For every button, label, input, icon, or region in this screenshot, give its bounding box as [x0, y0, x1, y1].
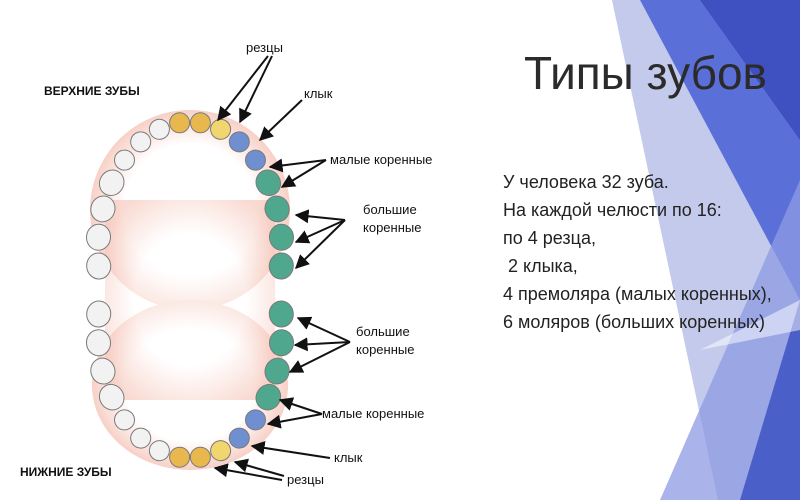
label-premolars-bottom: малые коренные: [322, 406, 424, 421]
arrow-premolar-bottom-1: [280, 400, 322, 414]
label-molars-bottom-2: коренные: [356, 342, 414, 357]
arrow-molar-bottom-1: [298, 318, 350, 342]
arrow-molar-top-2: [296, 220, 345, 242]
arrow-molar-bottom-2: [295, 342, 350, 345]
label-molars-top-1: большие: [363, 202, 417, 217]
label-canine-bottom: клык: [334, 450, 363, 465]
body-line: 4 премоляра (малых коренных),: [503, 280, 800, 308]
body-line: 2 клыка,: [503, 252, 800, 280]
gum-middle: [105, 200, 275, 400]
teeth-diagram: ВЕРХНИЕ ЗУБЫ НИЖНИЕ ЗУБЫ резцы клык малы…: [0, 0, 500, 500]
slide-title: Типы зубов: [524, 46, 767, 100]
body-text: У человека 32 зуба. На каждой челюсти по…: [503, 168, 800, 336]
arrow-molar-top-1: [296, 215, 345, 220]
arrow-incisors-bottom-2: [215, 468, 282, 480]
body-line: по 4 резца,: [503, 224, 800, 252]
label-canine-top: клык: [304, 86, 333, 101]
arrow-molar-bottom-3: [290, 342, 350, 372]
label-premolars-top: малые коренные: [330, 152, 432, 167]
arrow-canine-top: [260, 100, 302, 140]
label-molars-bottom-1: большие: [356, 324, 410, 339]
arrow-incisors-top-1: [218, 56, 268, 120]
body-line: 6 моляров (больших коренных): [503, 308, 800, 336]
arrow-canine-bottom: [252, 446, 330, 458]
arrow-incisors-top-2: [240, 56, 272, 122]
label-incisors-bottom: резцы: [287, 472, 324, 487]
body-line: На каждой челюсти по 16:: [503, 196, 800, 224]
body-line: У человека 32 зуба.: [503, 168, 800, 196]
label-molars-top-2: коренные: [363, 220, 421, 235]
arrow-molar-top-3: [296, 220, 345, 268]
label-upper-teeth: ВЕРХНИЕ ЗУБЫ: [44, 84, 140, 98]
label-lower-teeth: НИЖНИЕ ЗУБЫ: [20, 465, 112, 479]
label-incisors-top: резцы: [246, 40, 283, 55]
